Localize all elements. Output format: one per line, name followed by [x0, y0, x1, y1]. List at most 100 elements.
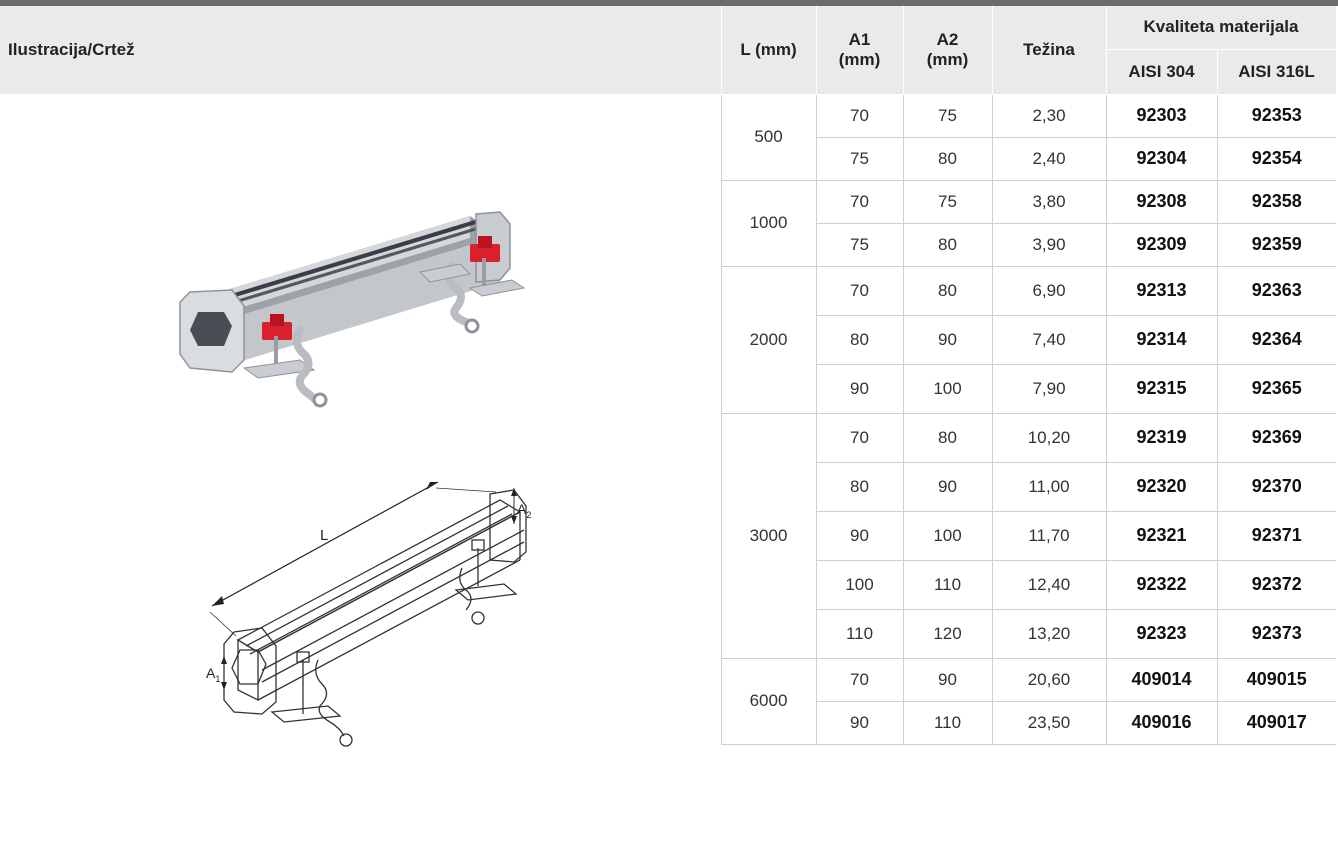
aisi-316l-code: 92373 — [1216, 609, 1336, 659]
a1-cell: 110 — [815, 609, 903, 659]
header-a1: A1 (mm) — [816, 6, 904, 95]
header-illustration: Ilustracija/Crtež — [0, 6, 722, 95]
aisi-316l-code: 92365 — [1216, 364, 1336, 414]
a1-cell: 100 — [815, 560, 903, 610]
illustration-cell — [0, 94, 722, 744]
aisi-304-code: 92319 — [1105, 413, 1217, 463]
aisi-316l-code: 92371 — [1216, 511, 1336, 561]
length-cell: 3000 — [720, 413, 816, 659]
aisi-304-code: 92303 — [1105, 94, 1217, 138]
aisi-304-code: 92304 — [1105, 137, 1217, 181]
header-aisi-304: AISI 304 — [1106, 49, 1218, 95]
a1-cell: 70 — [815, 266, 903, 316]
aisi-304-code: 409016 — [1105, 701, 1217, 745]
a1-cell: 90 — [815, 701, 903, 745]
a1-cell: 70 — [815, 413, 903, 463]
a2-cell: 100 — [902, 364, 992, 414]
a2-cell: 90 — [902, 315, 992, 365]
header-aisi-316l: AISI 316L — [1217, 49, 1337, 95]
a1-cell: 90 — [815, 364, 903, 414]
length-cell: 1000 — [720, 180, 816, 267]
weight-cell: 23,50 — [991, 701, 1106, 745]
aisi-304-code: 92309 — [1105, 223, 1217, 267]
aisi-304-code: 92313 — [1105, 266, 1217, 316]
top-bar — [0, 0, 1338, 6]
a1-cell: 90 — [815, 511, 903, 561]
weight-cell: 6,90 — [991, 266, 1106, 316]
aisi-316l-code: 92363 — [1216, 266, 1336, 316]
aisi-304-code: 92322 — [1105, 560, 1217, 610]
a1-cell: 70 — [815, 94, 903, 138]
weight-cell: 2,30 — [991, 94, 1106, 138]
length-cell: 500 — [720, 94, 816, 181]
aisi-304-code: 92315 — [1105, 364, 1217, 414]
a2-cell: 75 — [902, 94, 992, 138]
weight-cell: 3,80 — [991, 180, 1106, 224]
a2-cell: 80 — [902, 266, 992, 316]
aisi-316l-code: 92354 — [1216, 137, 1336, 181]
weight-cell: 7,40 — [991, 315, 1106, 365]
a2-cell: 80 — [902, 223, 992, 267]
product-spec-table: Ilustracija/Crtež L (mm) A1 (mm) A2 (mm)… — [0, 6, 1337, 745]
weight-cell: 11,70 — [991, 511, 1106, 561]
weight-cell: 20,60 — [991, 658, 1106, 702]
a1-cell: 80 — [815, 315, 903, 365]
a2-cell: 90 — [902, 658, 992, 702]
a2-cell: 90 — [902, 462, 992, 512]
header-material-group: Kvaliteta materijala — [1106, 6, 1337, 50]
a1-cell: 70 — [815, 180, 903, 224]
aisi-316l-code: 92364 — [1216, 315, 1336, 365]
aisi-316l-code: 92370 — [1216, 462, 1336, 512]
a2-cell: 120 — [902, 609, 992, 659]
weight-cell: 10,20 — [991, 413, 1106, 463]
weight-cell: 12,40 — [991, 560, 1106, 610]
aisi-316l-code: 409017 — [1216, 701, 1336, 745]
aisi-316l-code: 92358 — [1216, 180, 1336, 224]
product-illustrations: L A2 A1 — [179, 211, 531, 747]
a1-cell: 75 — [815, 137, 903, 181]
drain-channel-drawing — [209, 481, 527, 747]
header-a2: A2 (mm) — [903, 6, 993, 95]
label-l: L — [320, 527, 328, 544]
aisi-304-code: 92314 — [1105, 315, 1217, 365]
aisi-316l-code: 409015 — [1216, 658, 1336, 702]
aisi-304-code: 92323 — [1105, 609, 1217, 659]
aisi-316l-code: 92369 — [1216, 413, 1336, 463]
length-cell: 2000 — [720, 266, 816, 414]
label-a2: A2 — [517, 501, 531, 520]
a1-cell: 70 — [815, 658, 903, 702]
header-weight: Težina — [992, 6, 1107, 95]
a2-cell: 75 — [902, 180, 992, 224]
weight-cell: 13,20 — [991, 609, 1106, 659]
aisi-304-code: 92308 — [1105, 180, 1217, 224]
aisi-316l-code: 92372 — [1216, 560, 1336, 610]
a1-cell: 80 — [815, 462, 903, 512]
a2-cell: 100 — [902, 511, 992, 561]
aisi-316l-code: 92359 — [1216, 223, 1336, 267]
aisi-304-code: 92320 — [1105, 462, 1217, 512]
header-length: L (mm) — [721, 6, 817, 95]
aisi-304-code: 409014 — [1105, 658, 1217, 702]
a2-cell: 80 — [902, 137, 992, 181]
aisi-316l-code: 92353 — [1216, 94, 1336, 138]
a2-cell: 110 — [902, 560, 992, 610]
aisi-304-code: 92321 — [1105, 511, 1217, 561]
a1-cell: 75 — [815, 223, 903, 267]
weight-cell: 2,40 — [991, 137, 1106, 181]
drain-channel-render — [179, 211, 526, 408]
weight-cell: 7,90 — [991, 364, 1106, 414]
a2-cell: 110 — [902, 701, 992, 745]
length-cell: 6000 — [720, 658, 816, 745]
